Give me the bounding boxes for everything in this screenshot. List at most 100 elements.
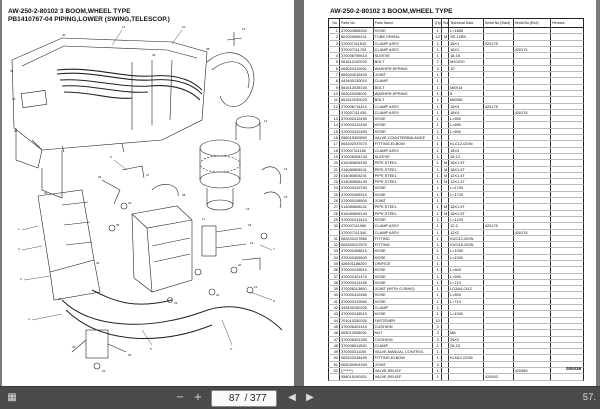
row-parts-name: CLAMP ASSY: [374, 46, 434, 53]
row-technical-data: L=650: [449, 128, 484, 135]
zoom-level[interactable]: 57.: [582, 392, 596, 403]
callout-label: 14: [284, 167, 288, 171]
row-qty: 1: [433, 97, 443, 103]
row-qty: 2: [433, 342, 443, 349]
row-no: 6: [329, 65, 340, 72]
row-serial-end: [514, 355, 552, 361]
row-serial-start: [484, 254, 514, 260]
row-no: 32: [329, 242, 340, 248]
row-serial-start: [484, 153, 514, 160]
row-parts-no: 370007111060: [340, 223, 374, 229]
row-qty: 1: [433, 90, 443, 97]
header-parts-no: Parts No.: [340, 19, 374, 27]
row-no: 51: [329, 361, 340, 368]
row-remark: [551, 267, 583, 272]
callout-label: 26: [98, 175, 102, 179]
header-parts-name: Parts Name: [374, 19, 434, 27]
row-serial-start: [484, 336, 514, 342]
row-serial-start: [484, 229, 514, 235]
row-qty: 1: [433, 53, 443, 59]
row-sub: [442, 46, 450, 53]
row-no: 37: [329, 273, 340, 279]
page-number-box[interactable]: 87 / 377: [211, 390, 277, 407]
row-serial-start: [484, 330, 514, 336]
row-serial-end: [514, 72, 552, 78]
current-page-input[interactable]: 87: [228, 393, 240, 404]
row-technical-data: 8: [449, 90, 484, 97]
row-remark: [551, 274, 583, 279]
row-sub: [442, 153, 450, 160]
row-parts-no: 370007111340: [340, 229, 374, 235]
row-no: 28: [329, 210, 340, 216]
row-serial-end: [514, 116, 552, 122]
row-parts-no: 370006759510: [340, 53, 374, 59]
row-serial-end: [514, 298, 552, 305]
row-parts-name: HOSE: [374, 292, 434, 298]
row-serial-end: [514, 305, 552, 311]
zoom-out-icon[interactable]: −: [175, 392, 185, 403]
prev-page-icon[interactable]: ◀: [288, 392, 296, 403]
next-page-icon[interactable]: ▶: [306, 392, 314, 403]
callout-label: 20: [238, 263, 242, 267]
row-sub: [442, 254, 450, 260]
row-parts-no: 370300311100: [340, 349, 374, 355]
row-serial-end: [514, 279, 552, 286]
row-qty: 1: [433, 46, 443, 53]
row-remark: [551, 104, 583, 109]
callout-label: 24: [128, 201, 132, 205]
row-serial-end: 420174: [514, 109, 552, 116]
row-qty: 2: [433, 361, 443, 368]
row-parts-name: BOLT: [374, 84, 434, 90]
row-sub: [442, 28, 450, 34]
row-parts-no: 370007111700: [340, 46, 374, 53]
callout-label: 30: [128, 353, 132, 357]
row-qty: 1: [433, 122, 443, 128]
row-technical-data: M8X14: [449, 84, 484, 90]
row-no: 42: [329, 305, 340, 311]
row-technical-data: M10X20: [449, 59, 484, 65]
row-remark: [551, 34, 583, 39]
row-parts-no: 063020410001: [340, 65, 374, 72]
grid-view-icon[interactable]: ▦: [7, 392, 17, 403]
row-parts-name: VALVE,COUNTERBALANCE: [374, 135, 434, 141]
row-remark: [551, 261, 583, 266]
row-parts-name: PIPE,STEEL: [374, 172, 434, 179]
row-serial-end: [514, 260, 552, 267]
row-parts-no: 056015190301: [340, 374, 374, 380]
row-technical-data: [449, 305, 484, 311]
row-sub: [442, 361, 450, 368]
row-no: 9: [329, 84, 340, 90]
row-no: 39: [329, 286, 340, 292]
row-technical-data: KUO12-020N: [449, 235, 484, 242]
row-no: 23: [329, 179, 340, 185]
left-page: AW-250-2-80102 3 BOOM,WHEEL TYPE PB14107…: [2, 0, 294, 386]
row-remark: [551, 337, 583, 342]
row-no: 34: [329, 254, 340, 260]
page-gutter: [294, 0, 304, 386]
row-remark: [551, 72, 583, 77]
row-qty: 3: [433, 330, 443, 336]
row-remark: [551, 230, 583, 235]
row-technical-data: L=650: [449, 116, 484, 122]
row-serial-end: [514, 342, 552, 349]
row-serial-start: [484, 216, 514, 223]
row-qty: 1: [433, 166, 443, 172]
header-technical-data: Technical Data: [449, 19, 484, 27]
row-remark: [551, 110, 583, 115]
row-sub: [442, 53, 450, 59]
row-technical-data: 18-15: [449, 53, 484, 59]
zoom-in-icon[interactable]: +: [193, 392, 203, 403]
row-serial-end: [514, 374, 552, 380]
callout-label: 15: [284, 195, 288, 199]
callout-label: 28: [182, 193, 186, 197]
